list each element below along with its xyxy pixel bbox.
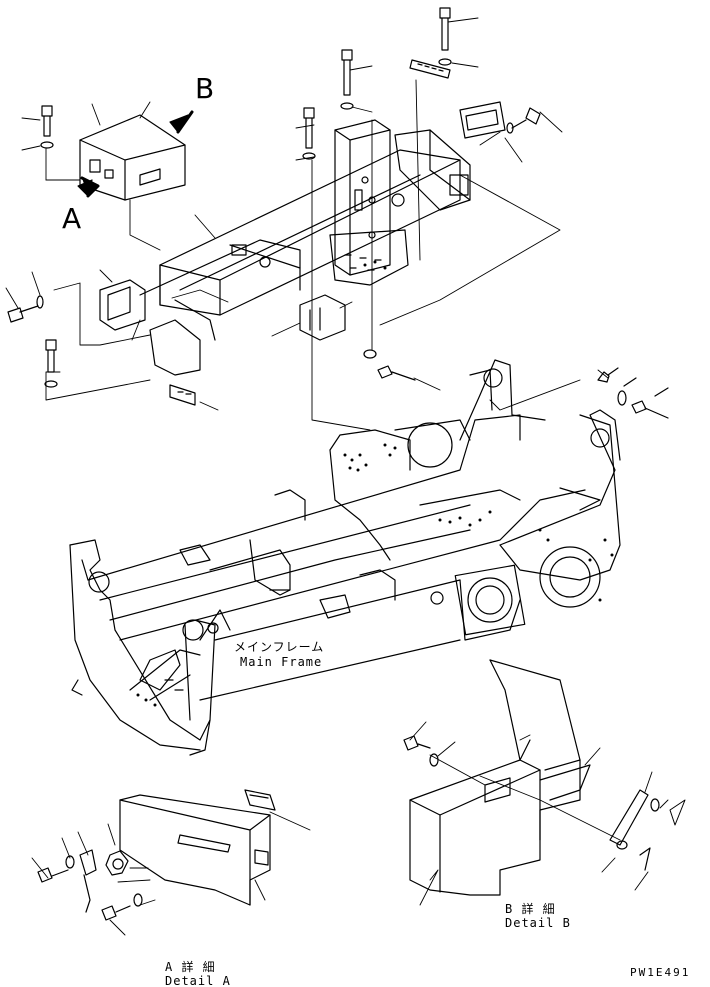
detail-b-drawing [403, 659, 686, 896]
frame-holes [136, 260, 614, 707]
detail-b-label-en: Detail B [505, 916, 571, 930]
main-frame-label-en: Main Frame [240, 655, 323, 669]
view-label-a: A [62, 202, 82, 235]
right-mount [391, 129, 471, 211]
cover-plate [409, 59, 506, 139]
detail-a-drawing [37, 789, 276, 921]
detail-b-label-jp: B 詳 細 [505, 902, 556, 916]
leader-lines-upper [5, 17, 609, 431]
left-bracket [99, 279, 201, 406]
detail-a-label-en: Detail A [165, 974, 231, 987]
detail-a-label-jp: A 詳 細 [165, 960, 216, 974]
main-frame [69, 359, 621, 756]
view-label-b: B [195, 72, 215, 105]
bolts-right [597, 367, 669, 419]
detail-a-leaders [31, 811, 311, 936]
tower-bracket [329, 119, 409, 286]
upper-beam [139, 149, 461, 341]
junction-box [79, 114, 186, 201]
drawing-code: PW1E491 [630, 966, 691, 979]
view-arrows [77, 110, 194, 198]
bolts-upper [7, 7, 541, 388]
middle-clamp [299, 294, 346, 341]
detail-b-leaders [409, 721, 669, 906]
main-frame-label-jp: メインフレーム [234, 640, 325, 654]
